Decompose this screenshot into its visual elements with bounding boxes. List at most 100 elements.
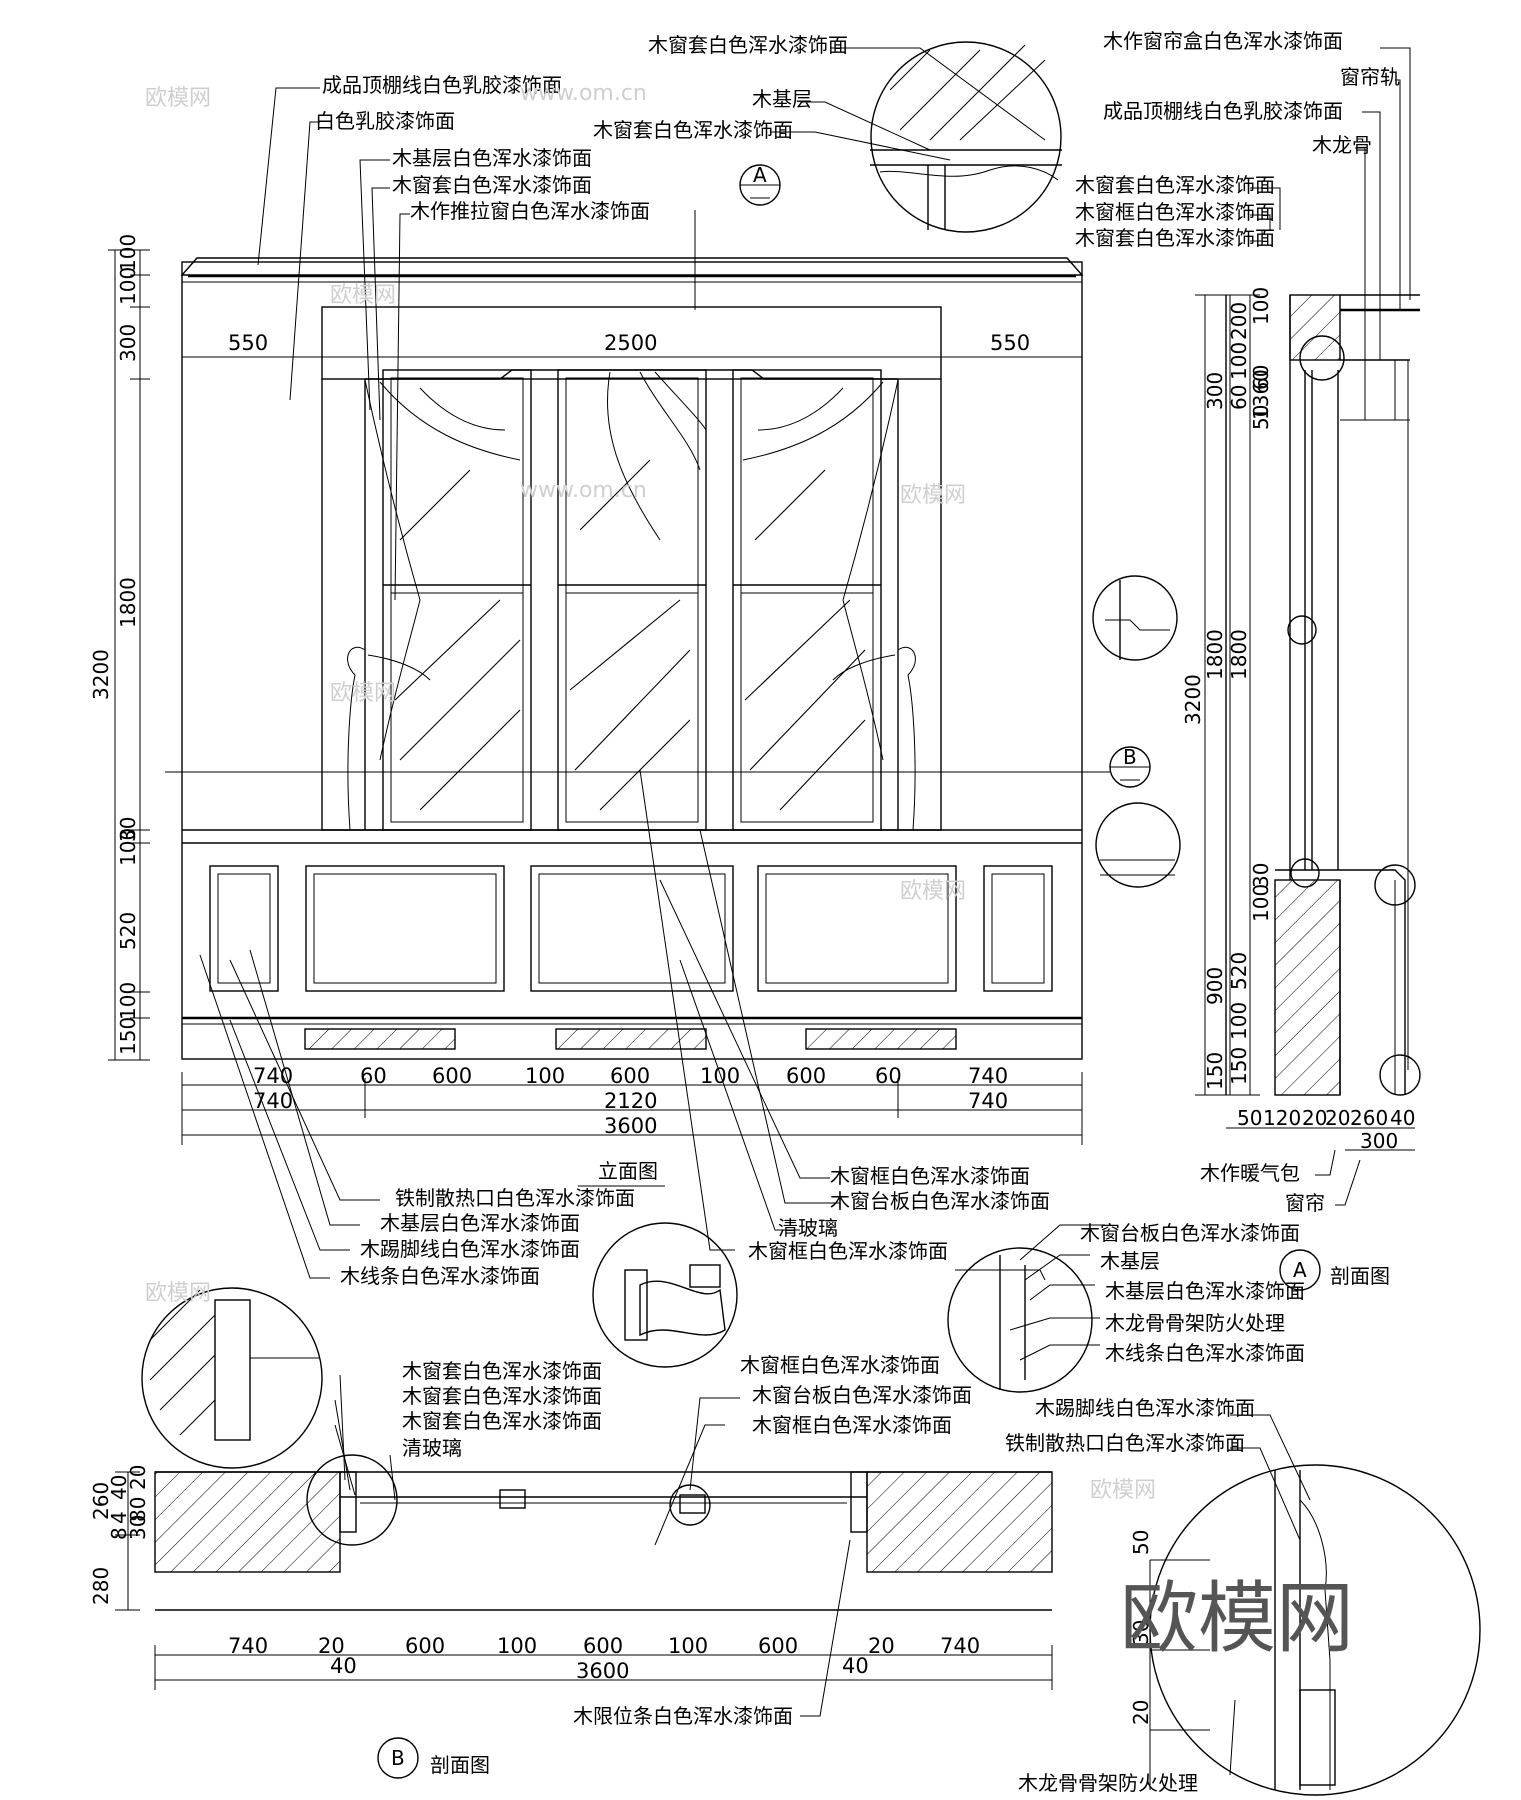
section-a-wall-below	[1274, 879, 1341, 1096]
label-sa-base: 木基层	[1100, 1249, 1160, 1273]
sb-bot-7: 600	[758, 1634, 798, 1658]
elev-bottom-dim-3: 600	[432, 1064, 472, 1088]
sa-outer-4: 900	[1203, 967, 1227, 1005]
label-sa-strip: 木线条白色浑水漆饰面	[1105, 1341, 1305, 1365]
sa-dim-2: 200	[1227, 302, 1251, 340]
label-sb-casing-1: 木窗套白色浑水漆饰面	[402, 1359, 602, 1383]
label-ec-glass: 清玻璃	[778, 1216, 838, 1240]
glass-hatching	[394, 459, 866, 811]
section-b-title: 剖面图	[430, 1753, 490, 1777]
watermark-small-5: 欧模网	[330, 681, 396, 706]
elev-left-dim-7: 520	[116, 912, 140, 950]
sb-bot-5: 600	[583, 1634, 623, 1658]
sa-dim-11: 100	[1227, 1002, 1251, 1040]
label-sb-casing-3: 木窗套白色浑水漆饰面	[402, 1409, 602, 1433]
elev-left-dim-4: 1800	[116, 577, 140, 628]
label-wood-strip: 木线条白色浑水漆饰面	[340, 1264, 540, 1288]
section-b-wall-right	[866, 1471, 1053, 1573]
magnified-detail-mid-a	[1092, 575, 1178, 661]
curtains	[347, 371, 916, 831]
window-frame	[321, 369, 942, 831]
magnified-detail-top	[870, 41, 1062, 233]
elev-bottom-dim-4: 100	[525, 1064, 565, 1088]
sb-dim-5: 8	[107, 1527, 131, 1540]
label-sliding-window: 木作推拉窗白色浑水漆饰面	[410, 199, 650, 223]
section-marker-a-title: A 剖面图	[1279, 1249, 1390, 1291]
sb-bot-2: 20	[318, 1634, 345, 1658]
label-tc-casing-2: 木窗套白色浑水漆饰面	[593, 118, 793, 142]
label-sa-fireproof: 木龙骨骨架防火处理	[1105, 1311, 1285, 1335]
marker-a-label: A	[753, 163, 767, 187]
elev-bottom-total: 3600	[604, 1114, 657, 1138]
sb-marker: B	[391, 1746, 405, 1770]
label-curtain-box: 木作窗帘盒白色浑水漆饰面	[1103, 29, 1343, 53]
elev-bottom-dim-1: 740	[253, 1064, 293, 1088]
elev-left-dim-2: 100	[116, 267, 140, 305]
magnified-detail-section-a	[947, 1247, 1093, 1393]
elev-left-dim-8: 100	[116, 982, 140, 1020]
sa-bot-dim-2: 120	[1263, 1106, 1301, 1130]
sa-bot-dim-6: 40	[1390, 1106, 1415, 1130]
elev-bottom-dim-9: 740	[968, 1064, 1008, 1088]
label-ec-frame-2: 木窗框白色浑水漆饰面	[748, 1239, 948, 1263]
sa-bot-dim-1: 50	[1237, 1106, 1262, 1130]
sa-dim-6: 50	[1249, 405, 1273, 430]
elev-top-dim-2: 2500	[604, 331, 657, 355]
elev-left-dim-9: 150	[116, 1017, 140, 1055]
sa-dim-8: 30	[1249, 863, 1273, 888]
label-tr-casing-1: 木窗套白色浑水漆饰面	[1075, 173, 1275, 197]
label-sb-glass: 清玻璃	[402, 1436, 462, 1460]
label-sa-skirting: 木踢脚线白色浑水漆饰面	[1035, 1396, 1255, 1420]
wainscot-panels	[209, 865, 1053, 992]
sb-dim-8: 280	[89, 1567, 113, 1605]
sa-outer-5: 150	[1203, 1052, 1227, 1090]
elev-bottom-dim-row2-2: 2120	[604, 1089, 657, 1113]
label-sb-stop-strip: 木限位条白色浑水漆饰面	[573, 1704, 793, 1728]
section-a-left-dims: 100 200 100 60 60 50 1800 30 100 520 100…	[1181, 287, 1273, 1090]
detail-dim-3: 20	[1129, 1700, 1153, 1725]
sa-dim-1: 100	[1249, 287, 1273, 325]
sb-bot-8: 20	[868, 1634, 895, 1658]
watermark-small-6: 欧模网	[900, 879, 966, 904]
label-skirting: 木踢脚线白色浑水漆饰面	[360, 1237, 580, 1261]
label-ec-frame-1: 木窗框白色浑水漆饰面	[830, 1164, 1030, 1188]
sb-bot-small-2: 40	[842, 1654, 869, 1678]
label-sb-casing-2: 木窗套白色浑水漆饰面	[402, 1384, 602, 1408]
elev-bottom-dim-row2-1: 740	[253, 1089, 293, 1113]
elev-top-dim-1: 550	[228, 331, 268, 355]
sb-dim-6: 4	[107, 1511, 131, 1524]
section-b-detail-circle	[306, 1454, 398, 1546]
magnified-detail-skirting	[1149, 1464, 1481, 1796]
watermark-small-8: 欧模网	[145, 1281, 211, 1306]
sa-marker: A	[1293, 1258, 1307, 1282]
label-sb-frame-1: 木窗框白色浑水漆饰面	[740, 1353, 940, 1377]
sb-bot-6: 100	[668, 1634, 708, 1658]
elev-bottom-dim-7: 600	[786, 1064, 826, 1088]
label-curtain-rail: 窗帘轨	[1340, 65, 1400, 89]
detail-circle-a3	[1290, 858, 1320, 888]
label-tc-casing-1: 木窗套白色浑水漆饰面	[648, 33, 848, 57]
sa-dim-10: 520	[1227, 952, 1251, 990]
sa-bot-dim-5: 260	[1350, 1106, 1388, 1130]
section-a-title: 剖面图	[1330, 1264, 1390, 1288]
label-sb-frame-2: 木窗框白色浑水漆饰面	[752, 1413, 952, 1437]
elev-left-total: 3200	[89, 649, 113, 700]
detail-circle-a4	[1374, 864, 1416, 906]
detail-dim-1: 50	[1129, 1530, 1153, 1555]
magnified-detail-left	[141, 1287, 323, 1469]
section-marker-a-top: A	[739, 163, 781, 206]
sb-dim-1: 260	[89, 1482, 113, 1520]
detail-circle-a1	[1299, 335, 1345, 381]
watermark-small-3: 欧模网	[330, 283, 396, 308]
sa-dim-9: 100	[1249, 884, 1273, 922]
sb-bot-total: 3600	[576, 1659, 629, 1683]
elevation-drawing	[108, 210, 1110, 1145]
label-sa-sill: 木窗台板白色浑水漆饰面	[1080, 1221, 1300, 1245]
crown-moulding	[180, 257, 1084, 283]
radiator-grilles	[304, 1028, 957, 1050]
detail-dim-2: 30	[1129, 1620, 1153, 1645]
label-crown-moulding: 成品顶棚线白色乳胶漆饰面	[322, 73, 562, 97]
marker-b-label: B	[1123, 745, 1137, 769]
label-sb-sill: 木窗台板白色浑水漆饰面	[752, 1383, 972, 1407]
elev-bottom-dim-8: 60	[875, 1064, 902, 1088]
